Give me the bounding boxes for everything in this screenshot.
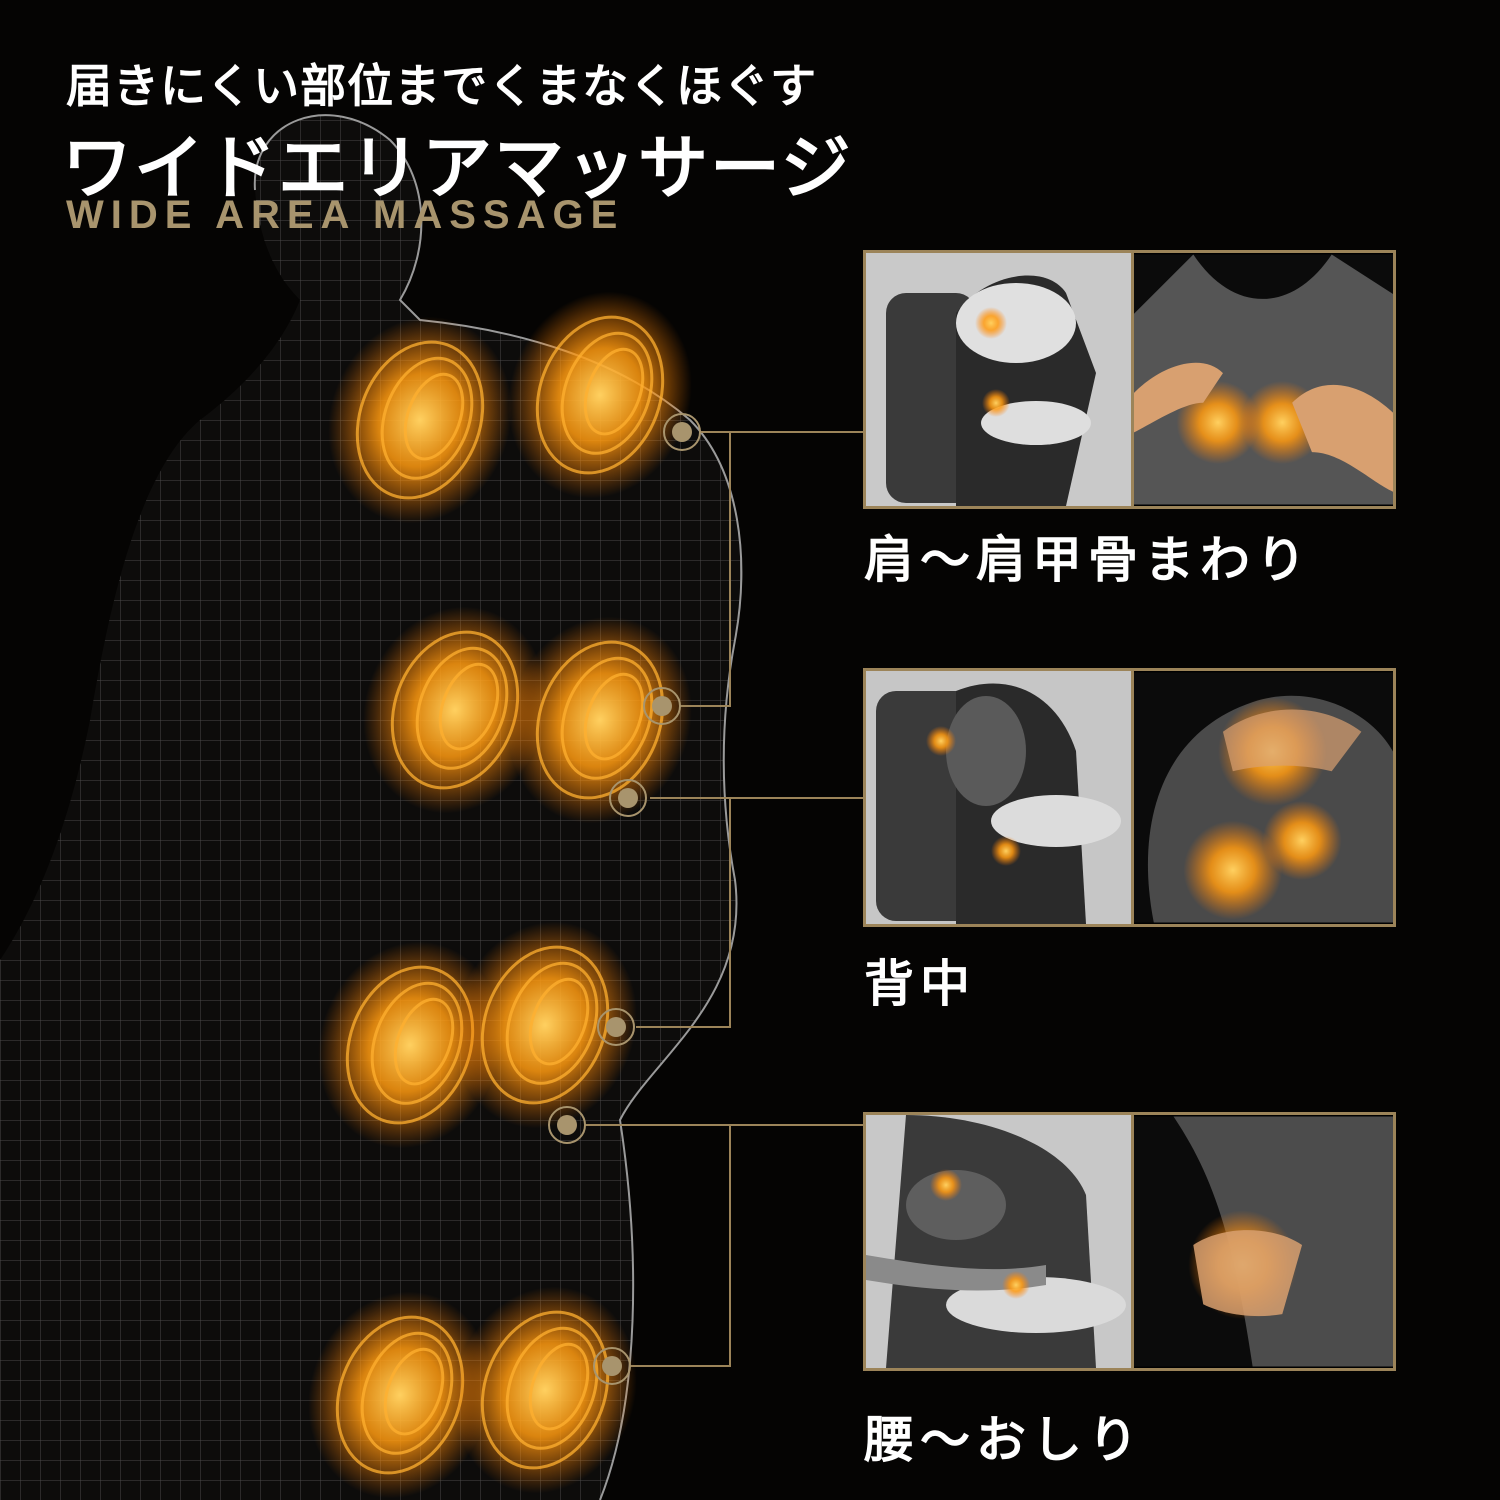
massage-glow-node xyxy=(453,1286,637,1494)
massage-nodes xyxy=(308,291,692,1499)
shoulder-chair-photo xyxy=(866,253,1131,506)
leader-dot xyxy=(548,1106,586,1144)
back-chair-photo xyxy=(866,671,1131,924)
leader-dot xyxy=(643,687,681,725)
massage-glow-node xyxy=(308,1291,492,1499)
massage-glow-node xyxy=(318,941,502,1149)
leader-dot xyxy=(609,779,647,817)
page-title-english: WIDE AREA MASSAGE xyxy=(66,193,625,237)
massage-glow-node xyxy=(508,616,692,824)
lower-back-hands-photo xyxy=(1131,1115,1393,1368)
leader-dot xyxy=(663,413,701,451)
body-outline xyxy=(253,114,743,1500)
area-label-lower-back: 腰〜おしり xyxy=(864,1411,1144,1469)
back-hands-photo xyxy=(1131,671,1393,924)
leader-lines xyxy=(585,431,863,1367)
lower-back-chair-photo xyxy=(866,1115,1131,1368)
leader-dots xyxy=(548,413,701,1385)
shoulder-hands-photo xyxy=(1131,253,1393,506)
subtitle: 届きにくい部位までくまなくほぐす xyxy=(66,59,818,113)
page-title: ワイドエリアマッサージ xyxy=(62,127,853,209)
back-photo-panel xyxy=(863,668,1396,927)
massage-glow-node xyxy=(363,606,547,814)
massage-glow-node xyxy=(453,921,637,1129)
leader-dot xyxy=(597,1008,635,1046)
massage-glow-node xyxy=(508,291,692,499)
massage-glow-node xyxy=(328,316,512,524)
leader-dot xyxy=(593,1347,631,1385)
lower-back-photo-panel xyxy=(863,1112,1396,1371)
shoulder-photo-panel xyxy=(863,250,1396,509)
area-label-back: 背中 xyxy=(864,955,976,1013)
area-label-shoulder: 肩〜肩甲骨まわり xyxy=(864,531,1312,589)
